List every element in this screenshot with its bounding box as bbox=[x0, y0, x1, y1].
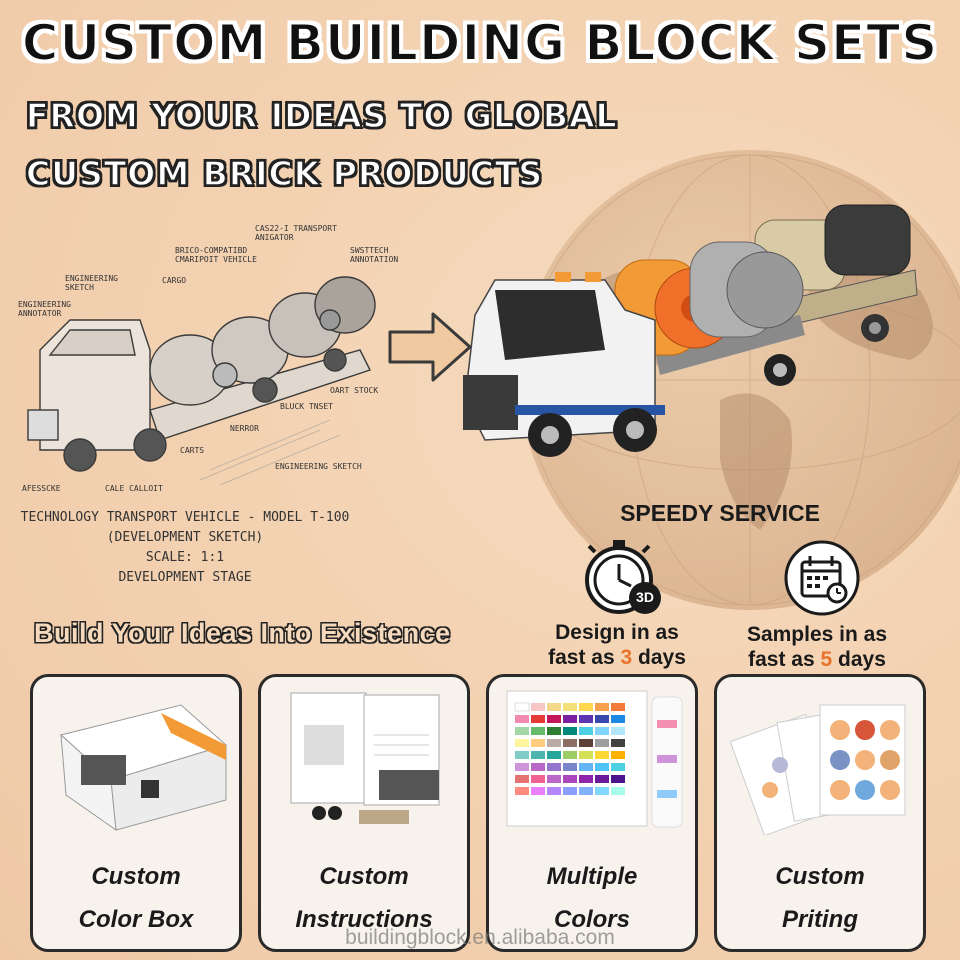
subtitle-line-1: FROM YOUR IDEAS TO GLOBAL bbox=[25, 95, 618, 136]
subtitle-line-2: CUSTOM BRICK PRODUCTS bbox=[25, 153, 544, 194]
sketch-label-swsttech: SWSTTECH ANNOTATION bbox=[350, 246, 399, 265]
card-printing-label: Custom Priting bbox=[775, 863, 865, 934]
sketch-label-oart-stock: OART STOCK bbox=[330, 386, 379, 395]
watermark-text: buildingblock.en.alibaba.com bbox=[345, 926, 615, 949]
development-sketch: CAS22-I TRANSPORT ANIGATOR BRICO-COMPATI… bbox=[10, 210, 398, 510]
build-ideas-heading: Build Your Ideas Into Existence bbox=[34, 618, 451, 648]
color-box-image bbox=[41, 685, 231, 835]
card-instructions-label: Custom Instructions bbox=[295, 863, 433, 934]
samples-speed-text: Samples in as fast as 5 days bbox=[722, 622, 912, 672]
sketch-label-nerror: NERROR bbox=[230, 424, 259, 433]
samples-line-2: fast as 5 days bbox=[748, 648, 886, 672]
stopwatch-icon: 3D bbox=[577, 536, 667, 622]
card-multiple-colors[interactable]: Multiple Colors bbox=[486, 674, 698, 952]
sketch-caption-scale: SCALE: 1:1 bbox=[145, 550, 225, 566]
truck-sketch-drawing bbox=[27, 276, 376, 486]
instructions-image bbox=[269, 685, 459, 835]
card-color-box[interactable]: Custom Color Box bbox=[30, 674, 242, 952]
sketch-label-afessoke: AFESSCKE bbox=[22, 484, 61, 493]
sketch-label-engineering-annotator: ENGINEERING ANNOTATOR bbox=[18, 300, 71, 319]
sketch-label-cale-calloit: CALE CALLOIT bbox=[105, 484, 163, 493]
sketch-caption-subtitle: (DEVELOPMENT SKETCH) bbox=[106, 530, 264, 546]
sketch-label-carts: CARTS bbox=[180, 446, 205, 455]
card-color-box-label: Custom Color Box bbox=[78, 863, 194, 934]
calendar-icon bbox=[782, 540, 862, 620]
design-line-2: fast as 3 days bbox=[548, 646, 686, 670]
color-chart-image bbox=[497, 685, 687, 835]
samples-line-1: Samples in as bbox=[746, 623, 888, 646]
design-days: 3 bbox=[620, 646, 633, 670]
sketch-label-engineering-sketch-bottom: ENGINEERING SKETCH bbox=[275, 462, 362, 471]
sketch-label-compatible: BRICO-COMPATIBD CMARIPOIT VEHICLE bbox=[175, 246, 257, 265]
card-multiple-colors-label: Multiple Colors bbox=[546, 863, 638, 934]
design-line-1: Design in as bbox=[555, 621, 679, 644]
arrow-right-icon bbox=[388, 310, 473, 389]
sticker-sheets-image bbox=[725, 685, 915, 837]
samples-days: 5 bbox=[820, 648, 833, 672]
design-speed-text: Design in as fast as 3 days bbox=[522, 620, 712, 670]
sketch-caption: TECHNOLOGY TRANSPORT VEHICLE - MODEL T-1… bbox=[20, 508, 350, 589]
card-printing[interactable]: Custom Priting bbox=[714, 674, 926, 952]
page-title: CUSTOM BUILDING BLOCK SETS bbox=[21, 13, 939, 73]
sketch-caption-stage: DEVELOPMENT STAGE bbox=[118, 570, 252, 586]
sketch-label-engineering-sketch-top: ENGINEERING SKETCH bbox=[65, 274, 118, 293]
sketch-label-cargo: CARGO bbox=[162, 276, 187, 285]
sketch-label-bluck-inset: BLUCK TNSET bbox=[280, 402, 333, 411]
sketch-caption-title: TECHNOLOGY TRANSPORT VEHICLE - MODEL T-1… bbox=[20, 510, 350, 525]
card-instructions[interactable]: Custom Instructions bbox=[258, 674, 470, 952]
speedy-service-title: SPEEDY SERVICE bbox=[620, 500, 820, 526]
brick-truck-model-image bbox=[455, 200, 925, 470]
sketch-label-transport: CAS22-I TRANSPORT ANIGATOR bbox=[255, 224, 337, 243]
design-badge-3d: 3D bbox=[636, 589, 654, 605]
